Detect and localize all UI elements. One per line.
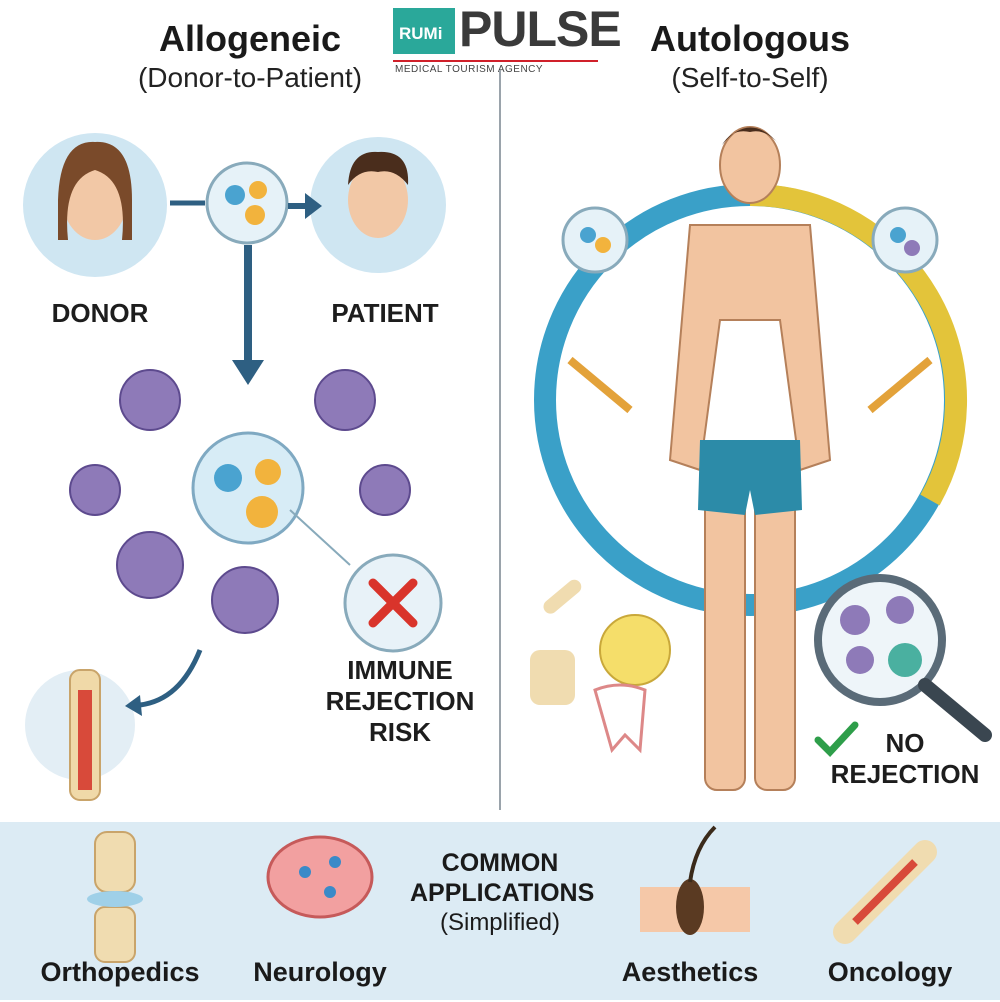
heading-line-2: APPLICATIONS	[410, 879, 595, 907]
arrow-to-patient-icon	[288, 193, 322, 219]
application-icons	[87, 825, 937, 963]
curved-arrow-icon	[139, 649, 203, 708]
small-bone-icon	[543, 579, 582, 614]
bone-icon	[833, 840, 937, 944]
immune-risk-label: IMMUNE REJECTION RISK	[320, 655, 480, 748]
risk-line-2: REJECTION	[325, 686, 475, 716]
patient-face-icon	[348, 162, 408, 238]
human-body-icon	[668, 126, 832, 791]
donor-label: DONOR	[51, 298, 149, 328]
risk-line-3: RISK	[368, 717, 432, 747]
no-line: NO	[885, 728, 925, 758]
risk-line-1: IMMUNE	[347, 655, 453, 685]
logo: RUMi PULSE MEDICAL TOURISM AGENCY	[393, 1, 622, 75]
heading-line-1: COMMON	[441, 849, 559, 877]
logo-teal-block	[393, 8, 455, 54]
knee-joint-icon	[87, 831, 143, 963]
application-oncology: Oncology	[827, 957, 953, 987]
rejection-line: REJECTION	[830, 759, 980, 789]
fat-cell-icon	[599, 614, 671, 686]
allogeneic-illustration	[23, 133, 446, 801]
brain-icon	[266, 835, 374, 919]
patient-label: PATIENT	[331, 298, 439, 328]
cell-bubble-right	[871, 206, 939, 274]
left-subtitle: (Donor-to-Patient)	[137, 62, 363, 93]
applications-note: (Simplified)	[439, 909, 561, 936]
logo-rumi: RUMi	[399, 24, 443, 43]
green-check-icon	[814, 721, 859, 758]
syringe-left-icon	[567, 356, 633, 414]
joint-icon	[530, 650, 575, 705]
left-title: Allogeneic	[158, 18, 342, 59]
application-aesthetics: Aesthetics	[621, 957, 759, 987]
center-divider	[499, 70, 501, 810]
application-orthopedics: Orthopedics	[40, 957, 200, 987]
application-neurology: Neurology	[253, 957, 387, 987]
syringe-right-icon	[867, 356, 933, 414]
no-rejection-label: NO REJECTION	[820, 728, 990, 790]
arrow-down-icon	[232, 245, 264, 385]
hair-follicle-icon	[640, 825, 750, 935]
autologous-illustration	[530, 126, 992, 791]
cell-bubble-left	[561, 206, 629, 274]
tooth-icon	[593, 683, 647, 754]
logo-red-line	[393, 60, 598, 62]
logo-tagline: MEDICAL TOURISM AGENCY	[395, 64, 544, 75]
transplanted-cell-icon	[191, 431, 305, 545]
logo-pulse: PULSE	[459, 1, 622, 57]
immune-cells-icon	[69, 369, 411, 634]
right-subtitle: (Self-to-Self)	[671, 62, 829, 93]
applications-band	[0, 822, 1000, 1000]
stem-cell-bubble-icon	[205, 161, 289, 245]
applications-heading: COMMON APPLICATIONS (Simplified)	[410, 848, 595, 938]
right-title: Autologous	[650, 18, 850, 59]
red-x-icon	[368, 578, 418, 628]
